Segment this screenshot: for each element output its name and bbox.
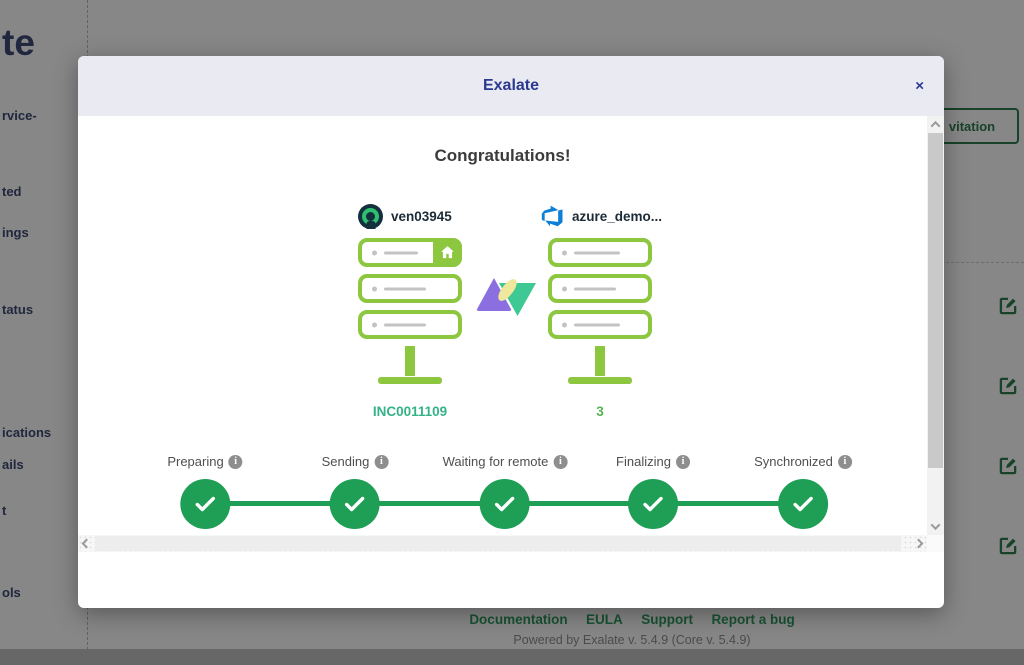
exalate-logo-icon [476,270,536,322]
scroll-left-icon[interactable] [78,535,95,552]
powered-by-text: Powered by Exalate v. 5.4.9 (Core v. 5.4… [513,633,751,647]
edit-icon[interactable] [999,536,1018,555]
sidebar-item-ted[interactable]: ted [2,184,22,199]
azure-devops-icon [540,204,564,228]
report-a-bug-link[interactable]: Report a bug [711,612,795,627]
documentation-link[interactable]: Documentation [469,612,568,627]
led-dot [562,322,567,327]
home-icon [433,238,462,267]
congratulations-heading: Congratulations! [434,146,571,165]
rack-row [548,274,652,303]
info-icon[interactable] [228,454,243,469]
bottom-strip [0,649,1024,665]
sidebar-item-status[interactable]: tatus [2,302,34,317]
slot-bar [574,251,620,254]
step-label: Finalizing [616,454,671,469]
support-link[interactable]: Support [641,612,693,627]
info-icon[interactable] [675,454,690,469]
sidebar-item-ings[interactable]: ings [2,225,29,240]
left-issue-key-link[interactable]: INC0011109 [372,404,448,419]
sidebar: te rvice- ted ings tatus ications ails t… [0,0,88,665]
step-preparing: Preparing [167,454,243,529]
slot-bar [384,251,418,254]
led-dot [372,286,377,291]
rack-row [358,274,462,303]
servicenow-avatar-icon [358,204,383,229]
rack-stand [595,346,605,376]
led-dot [372,322,377,327]
exalate-sync-modal: Exalate × Congratulations! ven03945 azur… [78,56,944,608]
rack-row [548,238,652,267]
slot-bar [574,323,620,326]
modal-content: Congratulations! ven03945 azure_demo... [78,116,927,535]
step-complete-check-icon [330,479,380,529]
edit-icon[interactable] [999,456,1018,475]
left-server-rack [358,238,462,384]
edit-icon[interactable] [999,376,1018,395]
edit-icon[interactable] [999,296,1018,315]
step-complete-check-icon [778,479,828,529]
slot-bar [384,287,426,290]
right-instance-name: azure_demo... [572,208,663,224]
rack-base [378,377,442,384]
step-label: Preparing [167,454,224,469]
rack-row [358,238,462,267]
scroll-down-icon[interactable] [927,518,944,535]
sidebar-item-tools[interactable]: ols [2,585,21,600]
step-complete-check-icon [180,479,230,529]
info-icon[interactable] [553,454,568,469]
sidebar-item-service[interactable]: rvice- [2,108,37,123]
sidebar-item-emails[interactable]: ails [2,457,24,472]
right-server-rack [548,238,652,384]
sidebar-item-t[interactable]: t [2,503,7,518]
slot-bar [384,323,426,326]
modal-header: Exalate × [78,56,944,116]
step-complete-check-icon [479,479,530,529]
step-synchronized: Synchronized [754,454,852,529]
rack-base [568,377,632,384]
close-icon[interactable]: × [915,77,924,95]
step-label: Sending [321,454,370,469]
info-icon[interactable] [837,454,852,469]
led-dot [562,286,567,291]
step-sending: Sending [322,454,389,529]
rack-row [358,310,462,339]
scrollbar-corner [927,535,944,552]
step-waiting-for-remote: Waiting for remote [443,454,568,529]
sidebar-item-notifications[interactable]: ications [2,425,52,440]
scroll-up-icon[interactable] [927,116,944,133]
eula-link[interactable]: EULA [586,612,623,627]
step-complete-check-icon [627,479,678,529]
horizontal-scrollbar[interactable] [78,535,927,552]
left-instance-header: ven03945 [358,204,452,229]
led-dot [562,250,567,255]
info-icon[interactable] [374,454,389,469]
scroll-right-icon[interactable] [910,535,927,552]
slot-bar [574,287,616,290]
footer-links: Documentation EULA Support Report a bug [232,611,1024,629]
right-instance-header: azure_demo... [540,204,662,228]
horizontal-scroll-thumb[interactable] [95,536,901,551]
step-label: Waiting for remote [442,454,549,469]
step-label: Synchronized [754,454,833,469]
rack-stand [405,346,415,376]
step-finalizing: Finalizing [616,454,690,529]
led-dot [372,250,377,255]
vertical-scrollbar[interactable] [927,116,944,535]
exalate-logo-text-fragment: te [2,22,35,63]
page-footer: Documentation EULA Support Report a bug … [232,611,1024,647]
rack-row [548,310,652,339]
left-instance-name: ven03945 [391,209,452,224]
modal-title: Exalate [482,77,540,94]
vertical-scroll-thumb[interactable] [928,133,943,468]
right-issue-key-link[interactable]: 3 [596,404,604,419]
